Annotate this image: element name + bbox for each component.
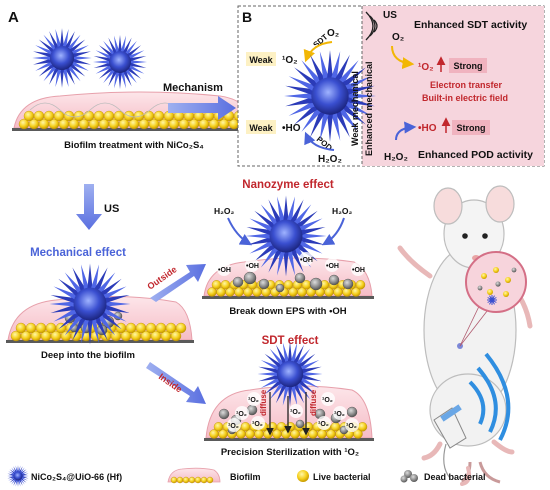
legend: NiCo₂S₄@UiO-66 (Hf) Biofilm Live bacteri… (7, 465, 485, 487)
inside-label: Inside (157, 371, 184, 394)
singlet-oxygen-label: ¹O₂ (290, 409, 301, 416)
singlet-oxygen-label: ¹O₂ (322, 397, 333, 404)
singlet-oxygen-label: ¹O₂ (252, 421, 263, 428)
live-bacteria-icon (297, 470, 309, 482)
mouse-illustration (400, 186, 530, 484)
hydroxyl-label: •OH (326, 263, 339, 270)
nanozyme-title: Nanozyme effect (242, 179, 334, 191)
h2o2-label: H₂O₂ (384, 152, 408, 163)
mechanical-effect-title: Mechanical effect (30, 247, 126, 259)
electron-transfer-label: Electron transfer (430, 80, 503, 90)
dead-bacteria-icon (401, 470, 419, 483)
legend-biofilm-label: Biofilm (230, 472, 261, 482)
us-label: US (104, 203, 119, 215)
singlet-oxygen-label: ¹O₂ (418, 62, 434, 73)
deep-biofilm-caption: Deep into the biofilm (41, 350, 135, 361)
h2o2-label: H₂O₂ (332, 206, 353, 216)
us-arrow (76, 184, 102, 230)
break-eps-caption: Break down EPS with •OH (229, 306, 346, 317)
biofilm-icon (168, 468, 220, 483)
diffuse-label: diffuse (259, 389, 268, 416)
nanoparticle-icon (93, 35, 147, 89)
hydroxyl-label: •HO (282, 123, 301, 134)
h2o2-label: H₂O₂ (214, 206, 235, 216)
precision-caption: Precision Sterilization with ¹O₂ (221, 447, 359, 458)
o2-label: O₂ (392, 32, 404, 43)
singlet-oxygen-label: ¹O₂ (346, 423, 357, 430)
hydroxyl-label: •OH (352, 267, 365, 274)
singlet-oxygen-label: ¹O₂ (282, 55, 298, 66)
pod-arrow (228, 218, 250, 244)
enhanced-sdt-title: Enhanced SDT activity (414, 19, 527, 31)
pod-arrow (324, 218, 344, 244)
singlet-oxygen-label: ¹O₂ (248, 397, 259, 404)
enhanced-pod-title: Enhanced POD activity (418, 149, 533, 161)
strong-label: Strong (454, 61, 483, 71)
mechanism-label: Mechanism (163, 82, 223, 94)
singlet-oxygen-label: ¹O₂ (228, 423, 239, 430)
h2o2-label: H₂O₂ (318, 154, 342, 165)
singlet-oxygen-label: ¹O₂ (318, 421, 329, 428)
singlet-oxygen-label: ¹O₂ (334, 411, 345, 418)
panel-a-letter: A (8, 9, 19, 26)
weak-label: Weak (249, 55, 273, 65)
hydroxyl-label: •OH (300, 257, 313, 264)
weak-label: Weak (249, 123, 273, 133)
panel-b-letter: B (242, 9, 252, 25)
weak-mechanical-label: Weak mechanical (350, 71, 360, 146)
hydroxyl-label: •OH (246, 263, 259, 270)
strong-label: Strong (457, 123, 486, 133)
diffuse-label: diffuse (309, 389, 318, 416)
nanoparticle-icon (7, 465, 29, 487)
enhanced-mechanical-label: Enhanced mechanical (364, 61, 374, 156)
us-label: US (383, 10, 397, 21)
hydroxyl-label: •HO (418, 123, 437, 134)
legend-live-label: Live bacterial (313, 472, 371, 482)
nanoparticle-icon (32, 28, 91, 87)
hydroxyl-label: •OH (218, 267, 231, 274)
electric-field-label: Built-in electric field (422, 93, 508, 103)
legend-nano-label: NiCo₂S₄@UiO-66 (Hf) (31, 472, 122, 482)
o2-label: O₂ (327, 28, 339, 39)
biofilm-treatment-caption: Biofilm treatment with NiCo₂S₄ (64, 140, 204, 151)
singlet-oxygen-label: ¹O₂ (236, 411, 247, 418)
legend-dead-label: Dead bacterial (424, 472, 486, 482)
zoom-biofilm-circle (466, 252, 526, 312)
